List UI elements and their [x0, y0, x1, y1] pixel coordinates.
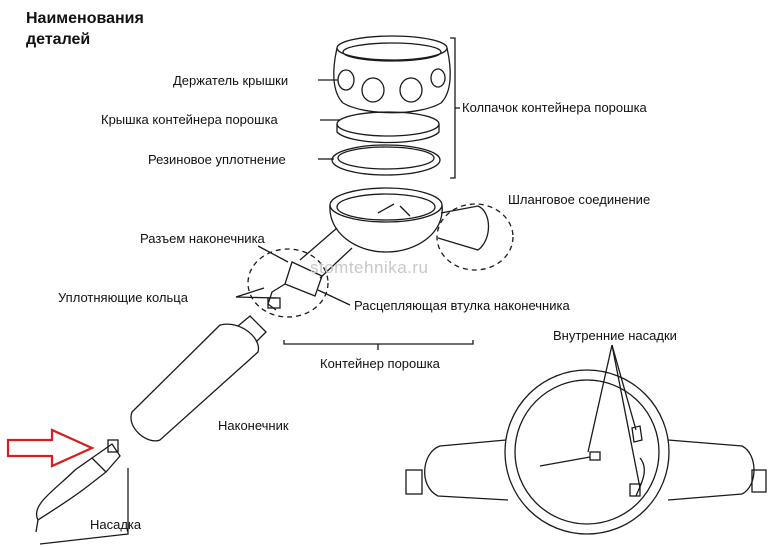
powder-container-drawing [267, 187, 490, 311]
title-line-2: деталей [26, 31, 91, 48]
label-container-cap: Колпачок контейнера порошка [462, 100, 647, 115]
watermark: stomtehnika.ru [310, 258, 429, 277]
label-handpiece-connector: Разъем наконечника [140, 231, 265, 246]
rubber-seal-drawing [331, 144, 441, 176]
label-container-lid: Крышка контейнера порошка [101, 112, 278, 127]
title-line-1: Наименования [26, 10, 144, 27]
lid-holder-drawing [333, 35, 451, 114]
nozzle-drawing [35, 439, 121, 533]
label-powder-container: Контейнер порошка [320, 356, 440, 371]
label-release-sleeve: Расцепляющая втулка наконечника [354, 298, 570, 313]
nozzle-bracket [39, 468, 129, 545]
container-top-view-drawing [405, 369, 767, 535]
label-inner-nozzles: Внутренние насадки [553, 328, 677, 343]
label-nozzle: Насадка [90, 517, 142, 532]
label-sealing-rings: Уплотняющие кольца [58, 290, 188, 305]
diagram-title: Наименования деталей [26, 8, 144, 50]
label-hose-connection: Шланговое соединение [508, 192, 651, 207]
container-bracket [283, 340, 474, 345]
label-lid-holder: Держатель крышки [173, 73, 289, 88]
handpiece-drawing [130, 315, 267, 442]
label-handpiece: Наконечник [218, 418, 289, 433]
container-lid-drawing [336, 111, 440, 144]
red-arrow-icon [6, 428, 95, 468]
label-rubber-seal: Резиновое уплотнение [148, 152, 286, 167]
cap-bracket [450, 37, 456, 179]
leader-lines [235, 79, 641, 489]
